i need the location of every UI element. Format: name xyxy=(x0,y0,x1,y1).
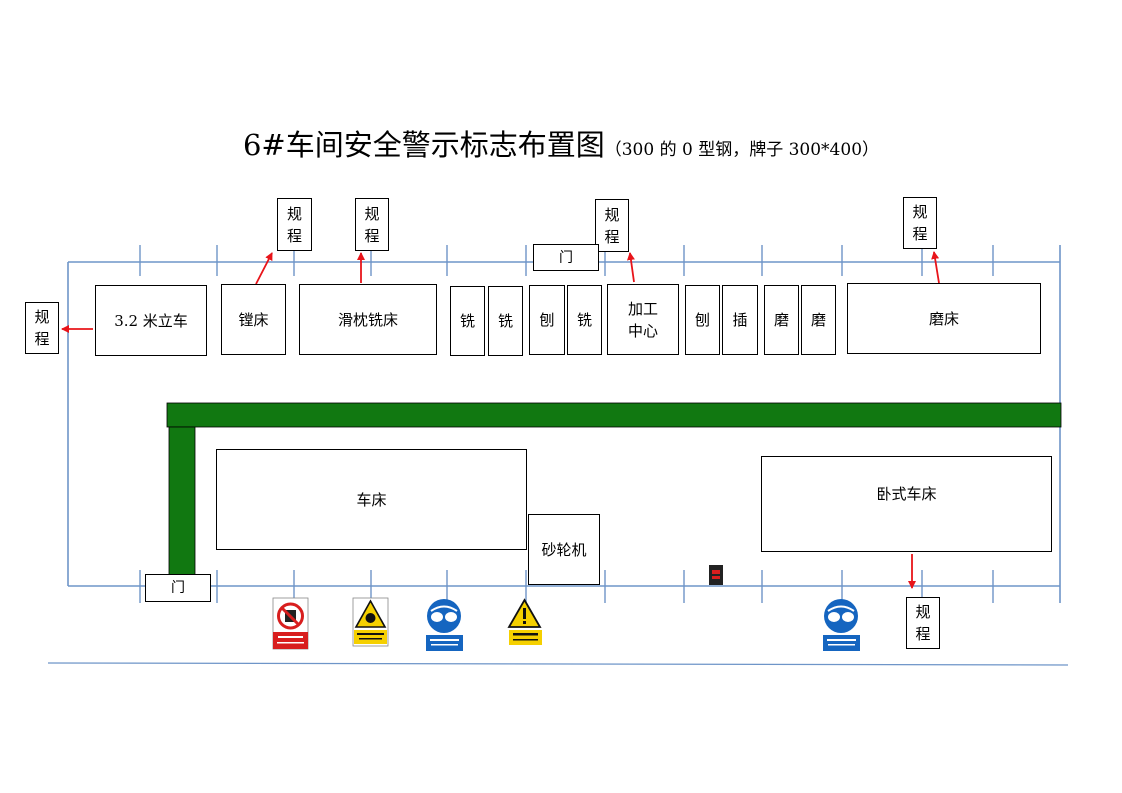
wall-device-icon xyxy=(709,565,723,585)
sign-caution xyxy=(507,598,542,645)
machine-grinding-wheel: 砂轮机 xyxy=(528,514,600,585)
machine-grind-1: 磨 xyxy=(764,285,799,355)
regulation-board-machining-center: 规程 xyxy=(595,199,629,252)
arrow-boring-regulation xyxy=(255,252,273,285)
arrow-center-regulation xyxy=(626,252,635,283)
arrow-grinder-regulation xyxy=(931,251,940,284)
regulation-board-grinder: 规程 xyxy=(903,197,937,249)
machine-planer-2: 刨 xyxy=(685,285,720,355)
machine-ram-milling: 滑枕铣床 xyxy=(299,284,437,355)
floor-baseline xyxy=(47,662,1069,666)
machine-boring: 镗床 xyxy=(221,284,286,355)
pointer-arrows xyxy=(61,251,940,589)
sign-goggles-2 xyxy=(823,599,860,651)
title-main: 6#车间安全警示标志布置图 xyxy=(242,128,605,162)
title-sub: （300 的 0 型钢，牌子 300*400） xyxy=(604,140,880,160)
walkway-vertical xyxy=(168,426,196,576)
machine-machining-center: 加工中心 xyxy=(607,284,679,355)
walkway-horizontal xyxy=(166,402,1062,428)
machine-vertical-lathe: 3.2 米立车 xyxy=(95,285,207,356)
machine-mill-1: 铣 xyxy=(450,286,485,356)
machine-planer-1: 刨 xyxy=(529,285,565,355)
regulation-board-ram-milling: 规程 xyxy=(355,198,389,251)
machine-horizontal-lathe: 卧式车床 xyxy=(761,456,1052,552)
machine-grinder: 磨床 xyxy=(847,283,1041,354)
machine-slotter: 插 xyxy=(722,285,758,355)
machine-grind-2: 磨 xyxy=(801,285,836,355)
machine-mill-3: 铣 xyxy=(567,285,602,355)
page-title: 6#车间安全警示标志布置图（300 的 0 型钢，牌子 300*400） xyxy=(0,122,1122,164)
regulation-board-boring: 规程 xyxy=(277,198,312,251)
sign-machine-warning xyxy=(352,597,389,647)
sign-no-entry xyxy=(272,597,309,650)
regulation-board-left: 规程 xyxy=(25,302,59,354)
machine-lathe: 车床 xyxy=(216,449,527,550)
door-bottom: 门 xyxy=(145,574,211,602)
regulation-board-horizontal-lathe: 规程 xyxy=(906,597,940,649)
door-top: 门 xyxy=(533,244,599,271)
sign-goggles-1 xyxy=(426,599,463,651)
machine-mill-2: 铣 xyxy=(488,286,523,356)
